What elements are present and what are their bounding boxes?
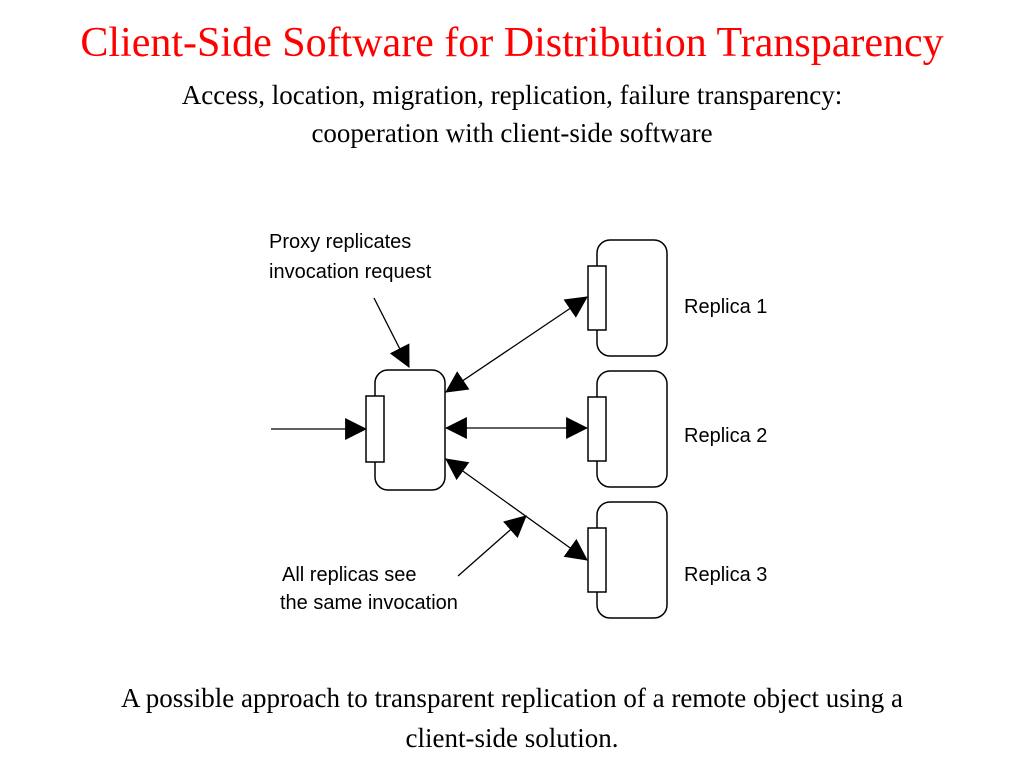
replica-3-object xyxy=(587,501,668,619)
client-object xyxy=(365,369,446,491)
caption-line-2: client-side solution. xyxy=(405,723,619,753)
replica-2-body xyxy=(596,370,668,488)
replicas-note-pointer-arrow xyxy=(457,515,527,577)
subtitle-line-1: Access, location, migration, replication… xyxy=(181,80,843,110)
subtitle-line-2: cooperation with client-side software xyxy=(311,118,713,148)
slide-subtitle: Access, location, migration, replication… xyxy=(0,76,1024,152)
replica-3-label: Replica 3 xyxy=(684,564,767,586)
proxy-note-line-1: Proxy replicates xyxy=(269,231,411,253)
replica-1-interface xyxy=(587,265,607,331)
client-object-body xyxy=(374,369,446,491)
replica-1-body xyxy=(596,239,668,357)
replica-2-interface xyxy=(587,396,607,462)
replica-3-interface xyxy=(587,527,607,593)
replicas-note-line-2: the same invocation xyxy=(280,592,458,614)
proxy-note-line-2: invocation request xyxy=(269,261,432,283)
proxy-note-pointer-arrow xyxy=(373,297,410,368)
arrow-proxy-replica-1 xyxy=(445,296,588,393)
replica-2-label: Replica 2 xyxy=(684,425,767,447)
caption-line-1: A possible approach to transparent repli… xyxy=(121,683,903,713)
replica-1-label: Replica 1 xyxy=(684,296,767,318)
arrow-proxy-replica-3 xyxy=(445,458,588,561)
replicas-note-line-1: All replicas see xyxy=(282,564,417,586)
replica-3-body xyxy=(596,501,668,619)
replica-1-object xyxy=(587,239,668,357)
figure-caption: A possible approach to transparent repli… xyxy=(0,678,1024,758)
replica-2-object xyxy=(587,370,668,488)
slide-title: Client-Side Software for Distribution Tr… xyxy=(80,20,944,66)
client-proxy-interface xyxy=(365,395,385,463)
